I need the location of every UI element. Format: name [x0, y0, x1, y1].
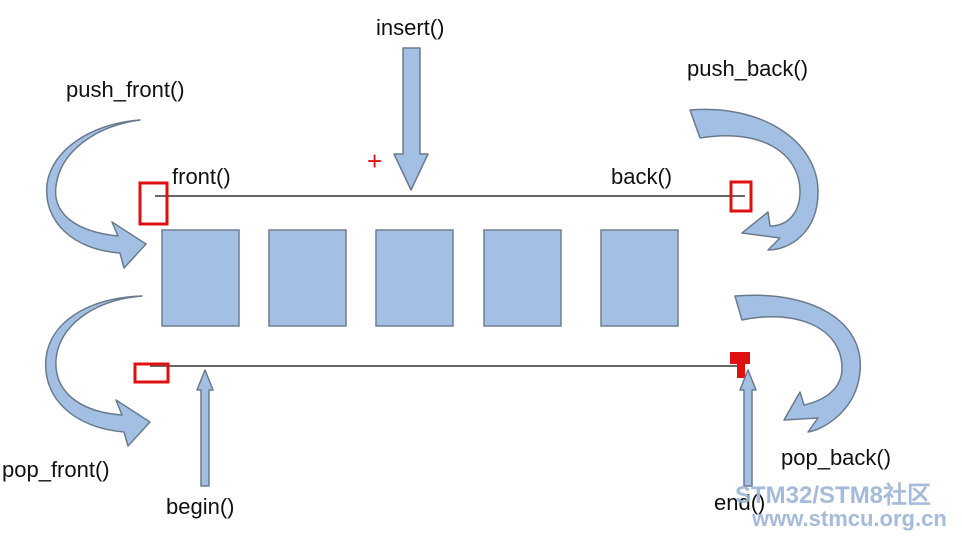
element-box-5: [600, 229, 679, 327]
front-marker: [138, 181, 169, 226]
push-back-label: push_back(): [687, 56, 808, 81]
begin-marker: [133, 362, 170, 384]
back-label: back(): [611, 164, 672, 189]
end-arrow-icon: [739, 369, 757, 487]
element-box-2: [268, 229, 347, 327]
pop-back-arrow-icon: [734, 294, 861, 433]
end-label: end(): [714, 490, 765, 515]
push-front-label: push_front(): [66, 77, 185, 102]
watermark-line-1: STM32/STM8社区: [735, 481, 931, 509]
pop-front-label: pop_front(): [2, 457, 110, 482]
watermark-line-2: www.stmcu.org.cn: [751, 506, 947, 531]
back-marker: [729, 180, 753, 213]
element-box-4: [483, 229, 562, 327]
element-box-1: [161, 229, 240, 327]
insert-label: insert(): [376, 15, 444, 40]
begin-label: begin(): [166, 494, 234, 519]
front-label: front(): [172, 164, 231, 189]
plus-sign: +: [367, 146, 382, 176]
end-marker: [730, 352, 750, 378]
element-box-3: [375, 229, 454, 327]
insert-arrow-icon: [393, 47, 429, 191]
push-front-arrow-icon: [45, 119, 147, 269]
begin-arrow-icon: [196, 369, 214, 487]
pop-back-label: pop_back(): [781, 445, 891, 470]
pop-front-arrow-icon: [45, 295, 151, 447]
push-back-arrow-icon: [689, 108, 819, 251]
